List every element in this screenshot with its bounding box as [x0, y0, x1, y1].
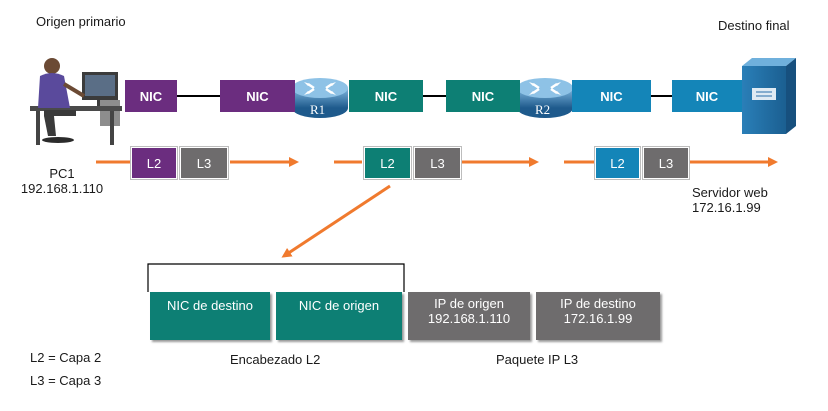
nic-r1-left: NIC	[220, 80, 295, 112]
router-r1-icon	[292, 78, 348, 118]
pc-workstation-icon	[30, 58, 122, 145]
nic-r2-left: NIC	[446, 80, 520, 112]
router-r2-icon	[517, 78, 573, 118]
flow-arrows	[96, 157, 778, 258]
nic-r1-right: NIC	[349, 80, 423, 112]
src-nic-field: NIC de origen	[276, 292, 402, 340]
router-r1-label: R1	[310, 102, 326, 117]
src-ip-field: IP de origen 192.168.1.110	[408, 292, 530, 340]
server-ip: 172.16.1.99	[692, 200, 761, 215]
l3-packet-caption: Paquete IP L3	[496, 352, 579, 367]
server-label: Servidor web 172.16.1.99	[692, 185, 768, 215]
origin-label: Origen primario	[36, 14, 126, 29]
legend-l3: L3 = Capa 3	[30, 373, 102, 388]
frame3-l3: L3	[643, 147, 689, 179]
dest-nic-field: NIC de destino	[150, 292, 270, 340]
server-name: Servidor web	[692, 185, 768, 200]
destination-label: Destino final	[718, 18, 790, 33]
src-ip-label: IP de origen	[434, 296, 504, 311]
pc1-name: PC1	[49, 166, 75, 181]
frame2-l3: L3	[414, 147, 461, 179]
frame3-l2: L2	[595, 147, 640, 179]
l2-header-caption: Encabezado L2	[230, 352, 321, 367]
frame1-l2: L2	[131, 147, 177, 179]
pc1-label: PC1 192.168.1.110	[14, 166, 110, 196]
router-r2-label: R2	[535, 102, 551, 117]
nic-r2-right: NIC	[572, 80, 651, 112]
dst-ip-value: 172.16.1.99	[563, 311, 633, 326]
dst-ip-field: IP de destino 172.16.1.99	[536, 292, 660, 340]
pc1-ip: 192.168.1.110	[20, 181, 104, 196]
nic-pc1: NIC	[125, 80, 177, 112]
dst-ip-label: IP de destino	[560, 296, 636, 311]
l2-header-bracket	[147, 263, 405, 292]
legend-l2: L2 = Capa 2	[30, 350, 102, 365]
frame2-l2: L2	[364, 147, 411, 179]
src-ip-value: 192.168.1.110	[427, 311, 511, 326]
frame1-l3: L3	[180, 147, 228, 179]
server-icon	[742, 58, 796, 134]
nic-server: NIC	[672, 80, 742, 112]
